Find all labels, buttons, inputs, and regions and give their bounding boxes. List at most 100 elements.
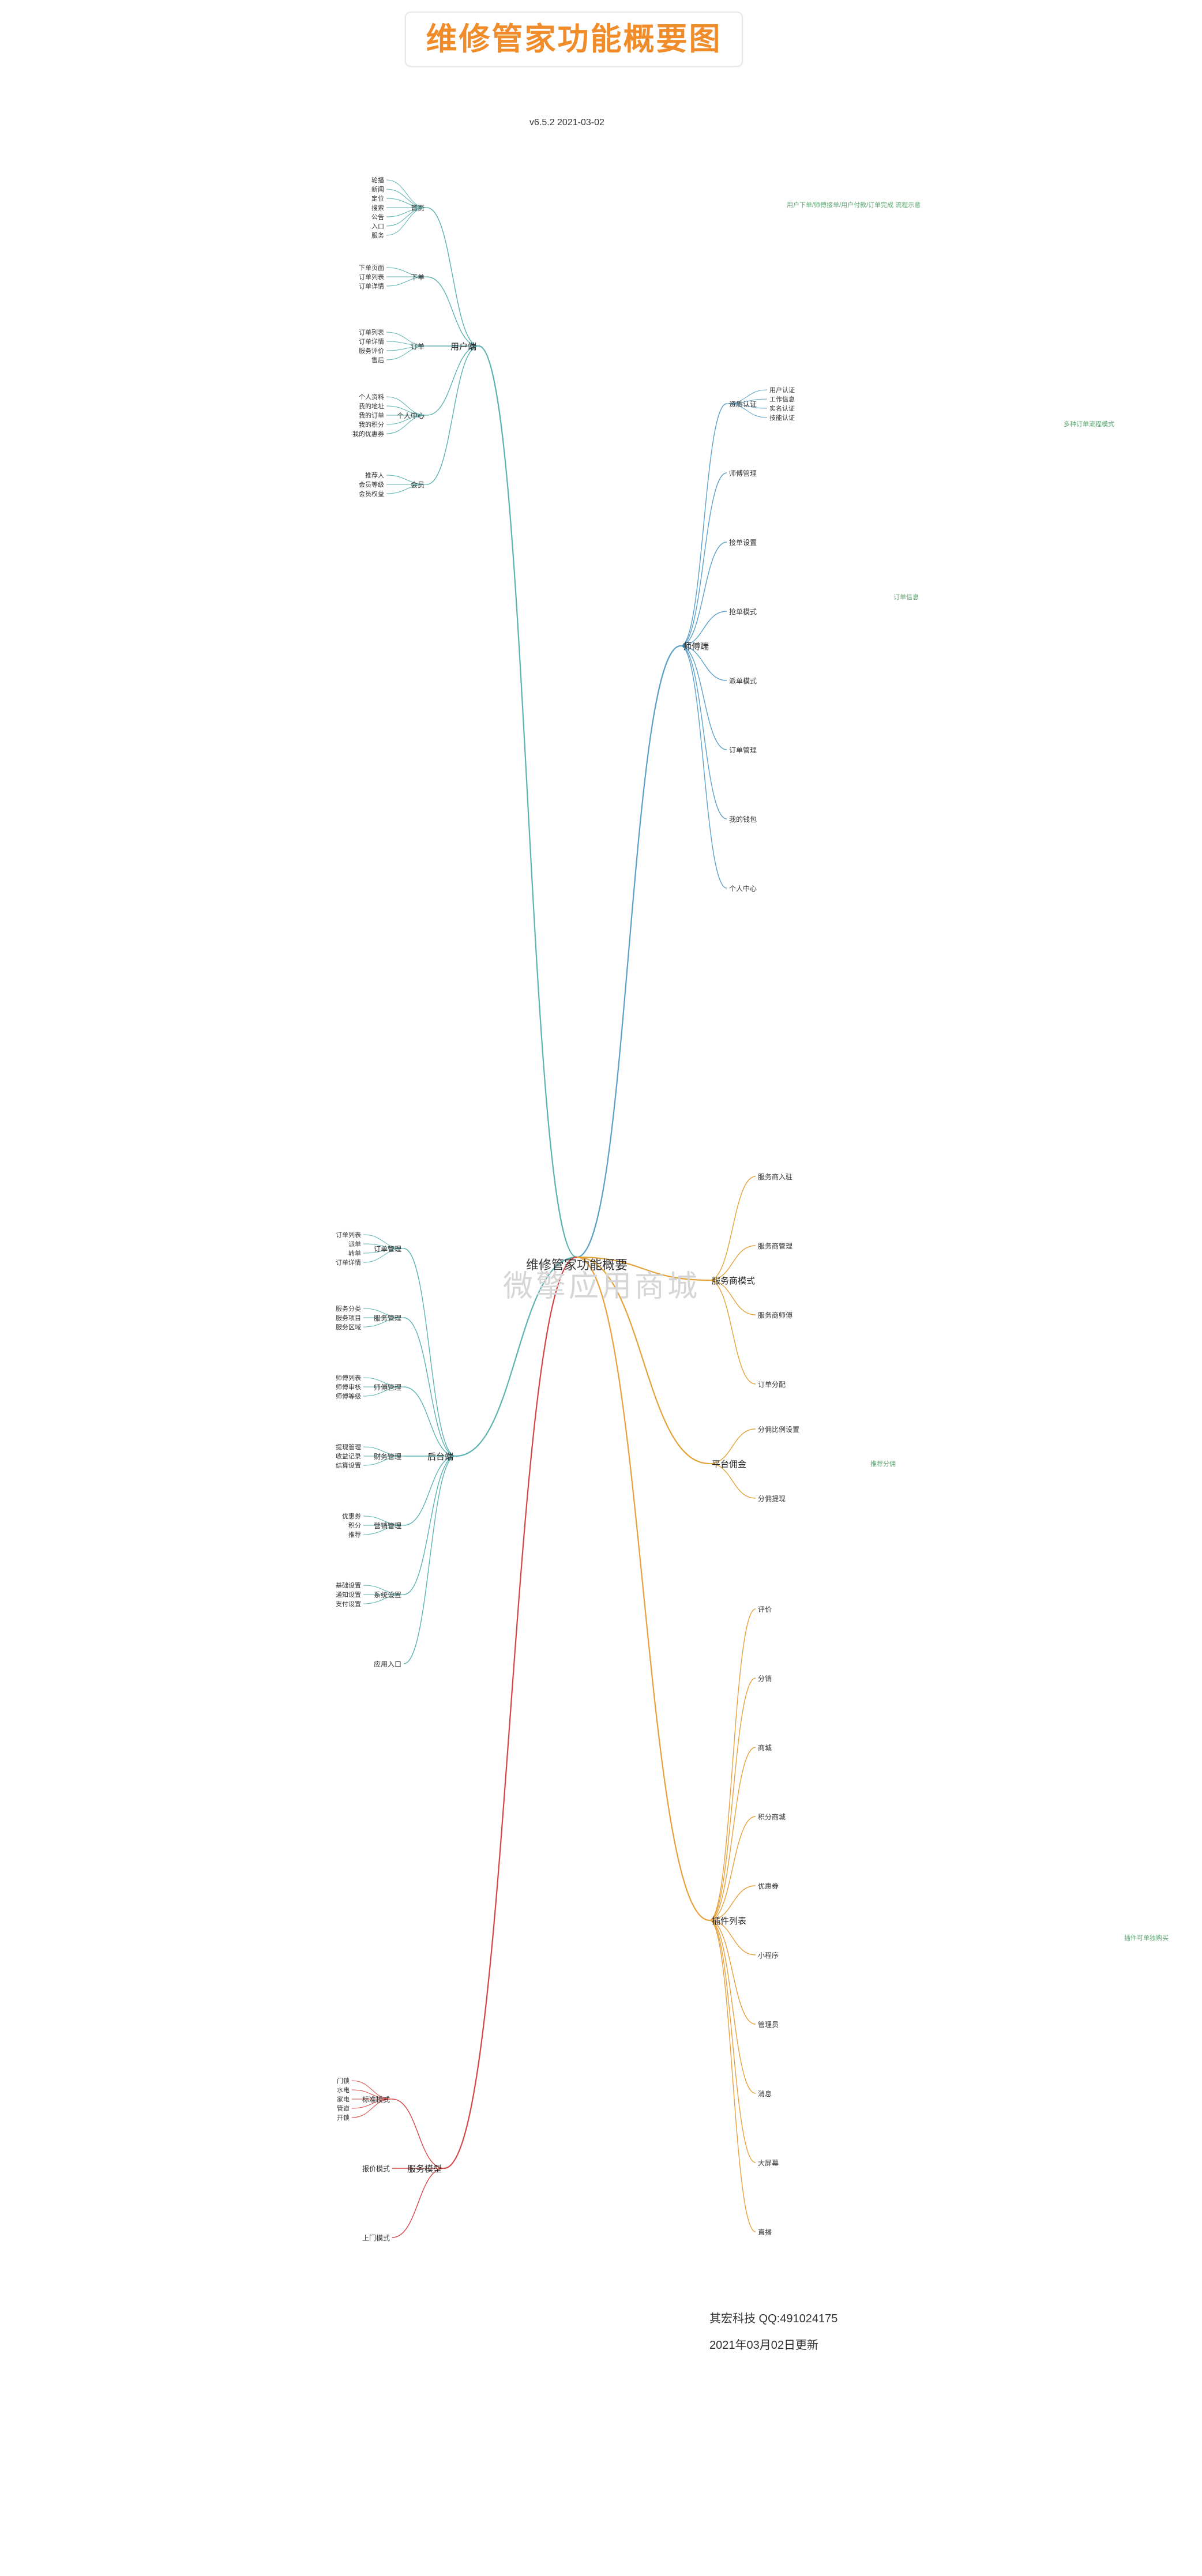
leaf-item: 门锁 — [337, 2078, 350, 2085]
branch-0: 用户端 — [450, 341, 477, 352]
branch-item: 标准模式 — [362, 2095, 390, 2104]
link-line — [709, 1920, 756, 2094]
link-line — [392, 2168, 445, 2238]
link-line — [403, 1248, 456, 1457]
branch-item: 上门模式 — [362, 2233, 390, 2242]
branch-item: 优惠券 — [758, 1882, 779, 1890]
link-line — [386, 345, 427, 360]
leaf-item: 我的积分 — [359, 422, 384, 428]
branch-item: 接单设置 — [729, 538, 757, 547]
leaf-item: 售后 — [371, 357, 384, 364]
branch-item: 系统设置 — [374, 1590, 402, 1599]
link-line — [709, 1678, 756, 1921]
leaf-item: 通知设置 — [336, 1592, 361, 1599]
link-line — [680, 645, 727, 681]
center-node: 维修管家功能概要 — [526, 1258, 628, 1272]
branch-item: 分佣比例设置 — [758, 1425, 800, 1434]
company-label: 其宏科技 QQ:491024175 — [709, 2312, 838, 2325]
leaf-item: 转单 — [348, 1250, 361, 1257]
leaf-item: 我的地址 — [359, 403, 384, 410]
branch-item: 应用入口 — [374, 1660, 402, 1668]
branch-item: 报价模式 — [362, 2164, 390, 2173]
leaf-item: 新闻 — [371, 186, 384, 193]
link-line — [351, 2080, 393, 2100]
annotation-note: 插件可单独购买 — [1124, 1935, 1169, 1942]
leaf-item: 服务项目 — [336, 1315, 361, 1322]
branch-2: 服务模型 — [407, 2164, 442, 2174]
link-line — [444, 1256, 577, 2169]
leaf-item: 服务区域 — [336, 1324, 361, 1331]
leaf-item: 订单详情 — [359, 339, 384, 345]
branch-item: 管理员 — [758, 2020, 779, 2029]
leaf-item: 师傅审核 — [336, 1384, 361, 1391]
branch-item: 个人中心 — [729, 884, 757, 893]
leaf-item: 推荐 — [348, 1532, 361, 1539]
branch-item: 商城 — [758, 1743, 772, 1752]
annotation-note: 订单信息 — [893, 594, 919, 601]
link-line — [709, 1816, 756, 1921]
branch-item: 直播 — [758, 2228, 772, 2236]
branch-item: 订单分配 — [758, 1380, 786, 1389]
branch-item: 营销管理 — [374, 1521, 402, 1530]
branch-item: 小程序 — [758, 1951, 779, 1960]
link-line — [403, 1456, 456, 1526]
branch-3: 师傅端 — [683, 641, 709, 652]
title-box: 维修管家功能概要图 — [405, 12, 743, 67]
link-line — [709, 1428, 756, 1464]
link-line — [680, 645, 727, 819]
link-line — [709, 1920, 756, 1955]
leaf-item: 订单详情 — [359, 283, 384, 290]
leaf-item: 下单页面 — [359, 265, 384, 272]
link-line — [709, 1747, 756, 1921]
link-line — [478, 345, 577, 1258]
link-line — [403, 1456, 456, 1595]
link-line — [680, 472, 727, 646]
link-line — [386, 484, 427, 494]
branch-item: 分佣提现 — [758, 1494, 786, 1503]
annotation-note: 推荐分佣 — [870, 1461, 896, 1468]
link-line — [351, 2099, 393, 2118]
branch-item: 服务商师傅 — [758, 1311, 793, 1319]
link-line — [709, 1608, 756, 1921]
leaf-item: 派单 — [348, 1241, 361, 1248]
branch-item: 资质认证 — [729, 400, 757, 408]
annotation-note: 用户下单/师傅接单/用户付款/订单完成 流程示意 — [787, 202, 921, 209]
link-line — [426, 207, 479, 347]
branch-item: 师傅管理 — [374, 1383, 402, 1392]
link-line — [363, 1248, 404, 1263]
leaf-item: 提现管理 — [336, 1444, 361, 1451]
watermark: 微擎应用商城 — [503, 1269, 701, 1304]
link-line — [363, 1594, 404, 1604]
link-line — [709, 1245, 756, 1281]
link-line — [576, 645, 681, 1258]
link-line — [403, 1317, 456, 1457]
leaf-item: 入口 — [371, 223, 384, 230]
link-line — [392, 2099, 445, 2169]
branch-item: 会员 — [411, 480, 425, 489]
link-line — [726, 403, 768, 418]
annotation-note: 多种订单流程模式 — [1064, 421, 1114, 428]
link-line — [709, 1920, 756, 2163]
link-line — [680, 645, 727, 750]
leaf-item: 基础设置 — [336, 1582, 361, 1589]
link-line — [576, 1256, 710, 1465]
leaf-item: 服务分类 — [336, 1306, 361, 1313]
link-line — [426, 345, 479, 485]
leaf-item: 工作信息 — [769, 396, 795, 403]
leaf-item: 用户认证 — [769, 387, 795, 394]
leaf-item: 结算设置 — [336, 1462, 361, 1469]
link-line — [709, 1920, 756, 2232]
link-line — [386, 396, 427, 416]
link-line — [363, 1456, 404, 1466]
branch-item: 财务管理 — [374, 1452, 402, 1461]
branch-item: 消息 — [758, 2089, 772, 2098]
branch-item: 我的钱包 — [729, 815, 757, 823]
link-line — [709, 1463, 756, 1499]
page-title: 维修管家功能概要图 — [426, 21, 722, 57]
leaf-item: 推荐人 — [365, 472, 384, 479]
branch-item: 大屏幕 — [758, 2158, 779, 2167]
updated-label: 2021年03月02日更新 — [709, 2339, 818, 2352]
leaf-item: 订单列表 — [359, 274, 384, 281]
link-line — [680, 541, 727, 646]
